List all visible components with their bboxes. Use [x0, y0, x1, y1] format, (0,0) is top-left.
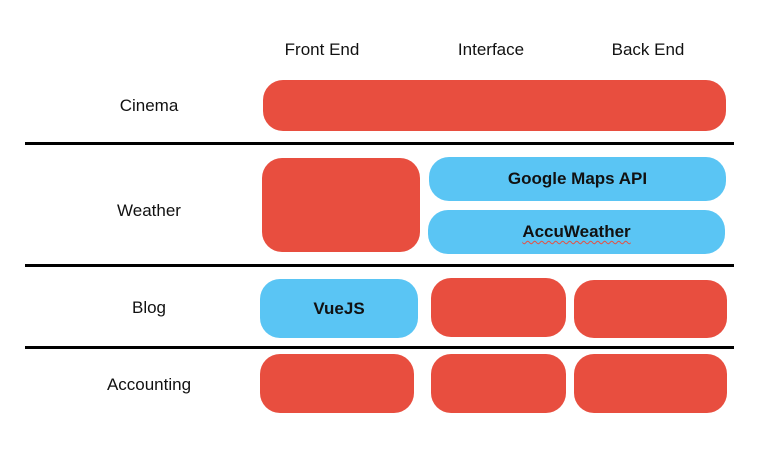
accuweather-label: AccuWeather [522, 222, 631, 241]
row-label-weather: Weather [117, 201, 181, 220]
accounting-back-end-block [574, 354, 727, 413]
cinema-full-stack-block [263, 80, 726, 131]
row-label-blog: Blog [131, 298, 167, 317]
accounting-front-end-block [260, 354, 414, 413]
row-divider-3 [25, 346, 734, 349]
accounting-interface-block [431, 354, 566, 413]
google-maps-api-block: Google Maps API [429, 157, 726, 201]
row-divider-2 [25, 264, 734, 267]
column-header-front-end: Front End [284, 40, 360, 59]
vuejs-label: VueJS [313, 298, 365, 318]
vuejs-block: VueJS [260, 279, 418, 338]
column-header-interface: Interface [457, 40, 525, 59]
accuweather-block: AccuWeather [428, 210, 725, 254]
google-maps-api-label: Google Maps API [507, 169, 648, 188]
row-label-cinema: Cinema [119, 96, 179, 115]
row-divider-1 [25, 142, 734, 145]
blog-back-end-block [574, 280, 727, 338]
weather-front-end-block [262, 158, 420, 252]
blog-interface-block [431, 278, 566, 337]
column-header-back-end: Back End [611, 40, 685, 59]
row-label-accounting: Accounting [106, 375, 192, 394]
